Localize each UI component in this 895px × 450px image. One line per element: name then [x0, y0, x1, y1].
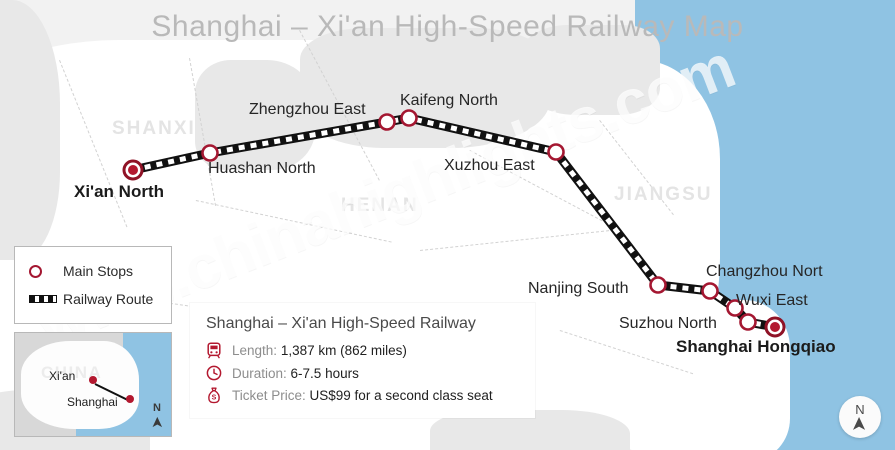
- route-info-row-price: S Ticket Price: US$99 for a second class…: [206, 387, 519, 404]
- station-marker-nanjing-south[interactable]: [649, 276, 667, 294]
- route-info-duration-label: Duration:: [232, 365, 287, 381]
- legend-item-main-stops: Main Stops: [29, 257, 171, 285]
- inset-compass-icon: N ➤: [148, 402, 166, 432]
- station-label-changzhou-north: Changzhou Nort: [706, 263, 823, 280]
- legend-label-railway-route: Railway Route: [63, 291, 154, 307]
- railway-track-icon: [29, 295, 63, 303]
- compass-arrow-icon: ➤: [848, 415, 870, 432]
- station-marker-xian-north-core: [128, 165, 138, 175]
- legend: Main Stops Railway Route: [14, 246, 172, 324]
- station-label-huashan-north: Huashan North: [208, 160, 316, 177]
- legend-label-main-stops: Main Stops: [63, 263, 134, 279]
- inset-dot-xian: [89, 376, 97, 384]
- province-label-jiangsu: JIANGSU: [614, 184, 713, 205]
- station-label-suzhou-north: Suzhou North: [619, 315, 717, 332]
- station-label-kaifeng-north: Kaifeng North: [400, 92, 498, 109]
- inset-compass-label: N: [153, 402, 161, 414]
- station-marker-zhengzhou-east[interactable]: [378, 113, 396, 131]
- station-marker-xuzhou-east[interactable]: [547, 143, 565, 161]
- inset-country-label: CHINA: [41, 363, 103, 382]
- route-info-length: Length: 1,387 km (862 miles): [232, 343, 407, 358]
- route-info-price-label: Ticket Price:: [232, 388, 306, 403]
- inset-locator-map: CHINA Xi'an Shanghai N ➤: [14, 332, 172, 437]
- inset-label-shanghai: Shanghai: [67, 395, 118, 409]
- station-label-nanjing-south: Nanjing South: [528, 280, 629, 297]
- station-label-shanghai-hongqiao: Shanghai Hongqiao: [676, 337, 836, 356]
- route-info-length-value: 1,387 km (862 miles): [280, 343, 407, 358]
- inset-label-xian: Xi'an: [49, 369, 76, 383]
- railway-route-ties: [132, 115, 776, 330]
- inset-country-shape-southeast: [89, 379, 133, 423]
- station-label-xian-north: Xi'an North: [74, 182, 164, 201]
- route-info-title: Shanghai – Xi'an High-Speed Railway: [206, 315, 476, 332]
- route-info-duration-value: 6-7.5 hours: [290, 365, 359, 381]
- station-label-wuxi-east: Wuxi East: [736, 292, 808, 309]
- province-label-henan: HENAN: [341, 195, 419, 216]
- province-label-shanxi: SHANXI: [112, 118, 196, 139]
- province-shape-northeast: [520, 25, 660, 115]
- route-info-price-value: US$99 for a second class seat: [309, 388, 493, 403]
- station-markers: [122, 109, 786, 338]
- money-bag-icon: S: [206, 387, 232, 404]
- page-title: Shanghai – Xi'an High-Speed Railway Map: [151, 10, 744, 43]
- station-label-xuzhou-east: Xuzhou East: [444, 157, 535, 174]
- station-marker-suzhou-north[interactable]: [739, 313, 757, 331]
- route-info-length-label: Length:: [232, 343, 278, 358]
- route-info-panel: Shanghai – Xi'an High-Speed Railway Leng…: [190, 303, 535, 418]
- legend-item-railway-route: Railway Route: [29, 285, 171, 313]
- route-info-row-length: Length: 1,387 km (862 miles): [206, 342, 519, 359]
- station-marker-kaifeng-north[interactable]: [400, 109, 418, 127]
- station-label-zhengzhou-east: Zhengzhou East: [249, 101, 366, 118]
- inset-dot-shanghai: [126, 395, 134, 403]
- route-info-duration: Duration: 6-7.5 hours: [232, 366, 359, 381]
- station-marker-wuxi-east[interactable]: [726, 299, 744, 317]
- clock-icon: [206, 365, 232, 381]
- station-marker-huashan-north[interactable]: [201, 144, 219, 162]
- svg-text:S: S: [212, 394, 217, 401]
- route-info-row-duration: Duration: 6-7.5 hours: [206, 365, 519, 381]
- route-info-price: Ticket Price: US$99 for a second class s…: [232, 388, 493, 403]
- station-marker-changzhou-north[interactable]: [701, 282, 719, 300]
- train-icon: [206, 342, 232, 359]
- compass-label: N: [855, 401, 865, 417]
- inset-compass-arrow-icon: ➤: [148, 416, 166, 429]
- compass-icon: N ➤: [839, 396, 881, 438]
- station-marker-shanghai-hongqiao-core: [770, 322, 780, 332]
- province-shape-west: [0, 0, 60, 260]
- main-stop-icon: [29, 264, 63, 278]
